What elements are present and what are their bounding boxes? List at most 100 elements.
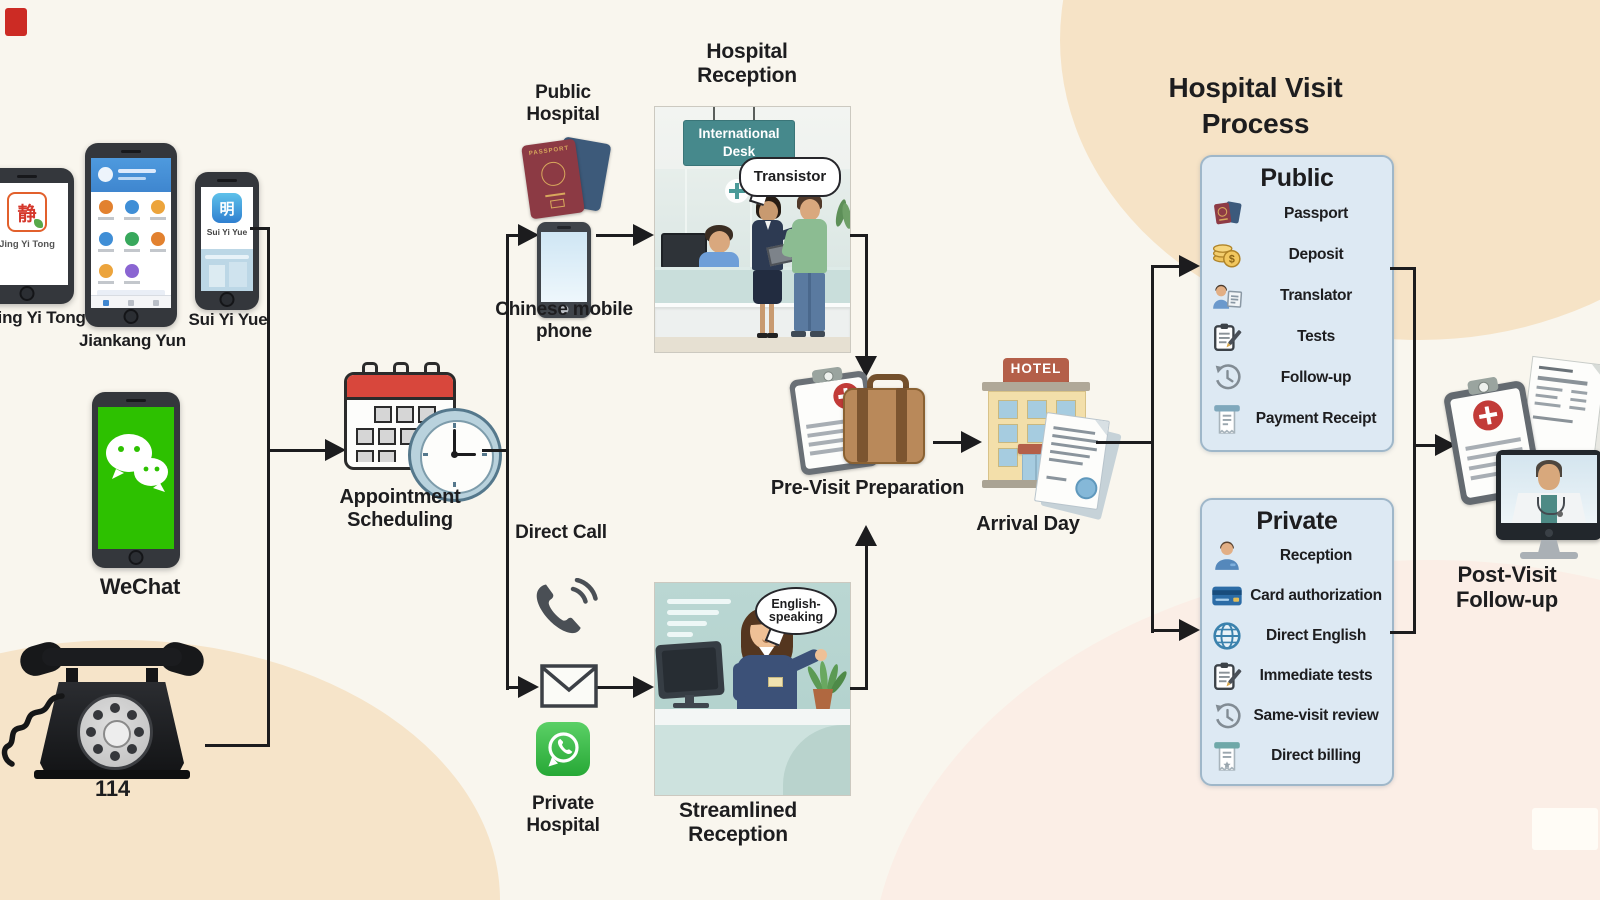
hotel-sign: HOTEL (1003, 358, 1069, 385)
previsit-label: Pre-Visit Preparation (770, 477, 965, 499)
phone-screen (98, 407, 174, 549)
handset (42, 648, 182, 666)
phone-jing-label: Jing Yi Tong (0, 308, 86, 327)
connector (596, 234, 633, 237)
private-item-label: Direct billing (1271, 747, 1361, 764)
connector (865, 234, 868, 356)
phone-sui-label: Sui Yi Yue (188, 310, 268, 329)
home-button (128, 550, 144, 565)
envelope-icon (540, 664, 598, 708)
connector (850, 687, 868, 690)
arrow-to-streamlined-reception (633, 676, 654, 698)
connector (933, 441, 961, 444)
tests-clipboard-icon (1209, 661, 1245, 691)
connector (1390, 267, 1416, 270)
phone-handset-icon (536, 578, 598, 634)
person-icon (1209, 541, 1245, 571)
phone-screen: 静 Jing Yi Tong (0, 183, 68, 285)
private-item-english: Direct English (1202, 616, 1392, 656)
connector (267, 449, 325, 452)
public-item-label: Tests (1297, 327, 1335, 345)
mobile-phone-icon (537, 222, 591, 318)
phone-cord (1, 693, 65, 767)
document-seal (1073, 475, 1099, 501)
reception-monitor (655, 640, 725, 700)
public-item-payment-receipt: Payment Receipt (1202, 398, 1392, 439)
connector (205, 744, 269, 747)
home-button (19, 286, 35, 301)
connector (1096, 441, 1154, 444)
connector (1390, 631, 1416, 634)
connector-bus-sources (267, 227, 270, 747)
arrow-to-arrival (961, 431, 982, 453)
process-title: Hospital Visit Process (1168, 72, 1343, 140)
clock-arrow-icon (1209, 702, 1245, 731)
phone-jing-yi-tong: 静 Jing Yi Tong (0, 168, 74, 304)
public-box-title: Public (1260, 164, 1334, 192)
suitcase-icon (843, 374, 925, 470)
public-item-followup: Follow-up (1202, 357, 1392, 398)
rotary-dial (77, 694, 153, 770)
public-item-label: Passport (1284, 204, 1348, 222)
connector (1413, 444, 1435, 447)
connector-branch-bus (506, 235, 509, 690)
public-item-label: Deposit (1288, 245, 1344, 263)
phone-speaker (217, 179, 237, 182)
app-header (91, 158, 171, 192)
phone-jiankang-yun (85, 143, 177, 327)
connector (850, 234, 868, 237)
connector (506, 234, 518, 237)
private-item-label: Same-visit review (1253, 707, 1379, 724)
public-item-translator: Translator (1202, 275, 1392, 316)
phone-speaker (126, 399, 146, 402)
stethoscope (1537, 497, 1565, 515)
app-name-on-screen: Sui Yi Yue (206, 227, 248, 237)
monitor-base (1520, 552, 1578, 559)
hotline-label: 114 (95, 776, 130, 801)
scheduling-label: Appointment Scheduling (339, 486, 461, 531)
white-rect-decoration (1532, 808, 1598, 850)
connector (865, 546, 868, 690)
private-item-card: Card authorization (1202, 576, 1392, 616)
arrival-document-icon (1034, 411, 1110, 511)
home-button (123, 309, 139, 324)
hospital-reception-title: Hospital Reception (697, 40, 797, 88)
connector-merge-bus (1413, 267, 1416, 634)
phone-sui-yi-yue: 明 Sui Yi Yue (195, 172, 259, 310)
private-box-title: Private (1256, 507, 1338, 535)
connector (506, 686, 518, 689)
svg-text:$: $ (1229, 253, 1235, 265)
phone-screen (91, 158, 171, 308)
arrow-to-private-box (1179, 619, 1200, 641)
connector (482, 449, 508, 452)
arrow-to-hospital-reception (633, 224, 654, 246)
plant-pot (812, 689, 834, 709)
translator-icon (1209, 282, 1245, 310)
clock-arrow-icon (1209, 363, 1245, 392)
coins-icon: $ (1209, 241, 1245, 269)
english-speaking-bubble: English-speaking (755, 587, 837, 635)
whatsapp-icon (536, 722, 590, 776)
app-name-on-screen: Jing Yi Tong (0, 239, 55, 250)
tab-bar (91, 295, 171, 308)
public-item-deposit: $ Deposit (1202, 234, 1392, 275)
doctor-on-screen (1501, 455, 1597, 523)
monitor-stand (1538, 540, 1560, 553)
wechat-logo (106, 434, 168, 492)
public-hospital-label: Public Hospital (526, 82, 600, 125)
private-item-billing: Direct billing (1202, 736, 1392, 776)
name-tag (768, 677, 783, 687)
home-button (219, 292, 235, 307)
phone-wechat (92, 392, 180, 568)
connector (1151, 629, 1179, 632)
private-item-label: Reception (1279, 547, 1353, 564)
private-item-label: Direct English (1265, 627, 1367, 644)
private-item-reception: Reception (1202, 536, 1392, 576)
corner-red-mark (5, 8, 27, 36)
connector (1151, 265, 1179, 268)
hotel-icon: HOTEL (982, 358, 1090, 488)
translator-speech-bubble: Transistor (739, 157, 841, 197)
phone-screen: 明 Sui Yi Yue (201, 187, 253, 291)
private-item-label: Immediate tests (1259, 667, 1373, 684)
public-item-label: Translator (1280, 286, 1352, 304)
